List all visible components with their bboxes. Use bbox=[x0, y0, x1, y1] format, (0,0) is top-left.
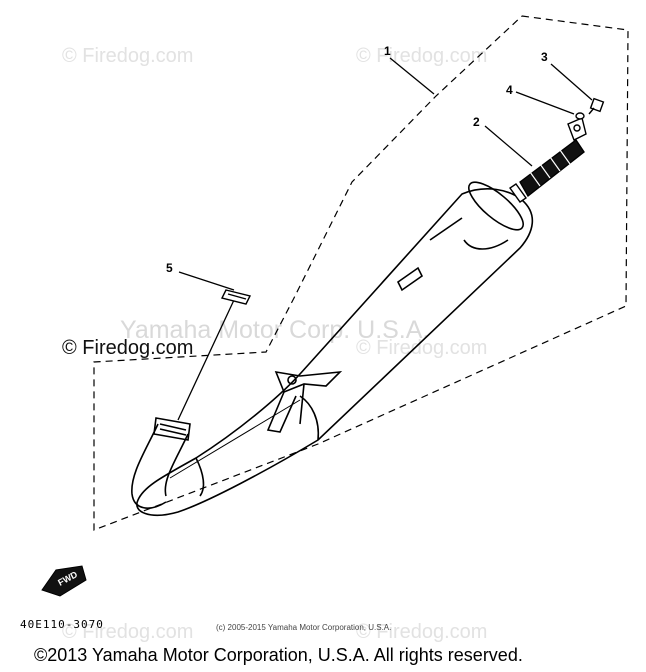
copyright-small: (c) 2005-2015 Yamaha Motor Corporation, … bbox=[216, 623, 392, 632]
callout-5: 5 bbox=[166, 261, 173, 275]
part-5-gasket bbox=[220, 289, 252, 305]
watermark-top-right: © Firedog.com bbox=[356, 45, 488, 67]
leader-3 bbox=[550, 63, 593, 101]
watermark-middle-left: © Firedog.com bbox=[62, 337, 194, 359]
watermark-bottom-left: © Firedog.com bbox=[62, 621, 194, 643]
copyright-main: ©2013 Yamaha Motor Corporation, U.S.A. A… bbox=[34, 645, 523, 665]
callout-3: 3 bbox=[541, 50, 548, 64]
callout-1: 1 bbox=[384, 44, 391, 58]
watermark-bottom-right: © Firedog.com bbox=[356, 621, 488, 643]
leader-5 bbox=[178, 271, 235, 291]
part-3-bolt bbox=[588, 97, 605, 115]
part-2-tailpipe-insert bbox=[509, 117, 587, 203]
header-pipe bbox=[131, 417, 191, 509]
leader-1 bbox=[389, 57, 435, 95]
leader-5b bbox=[177, 299, 235, 421]
part-number: 40E110-3070 bbox=[20, 618, 104, 631]
watermark-middle-right: © Firedog.com bbox=[356, 337, 488, 359]
leader-2 bbox=[484, 125, 533, 167]
watermark-top-left: © Firedog.com bbox=[62, 45, 194, 67]
callout-2: 2 bbox=[473, 115, 480, 129]
leader-4 bbox=[515, 91, 575, 115]
callout-4: 4 bbox=[506, 83, 513, 97]
mounting-bracket bbox=[266, 370, 343, 433]
assembly-dashed-outline bbox=[93, 15, 629, 531]
fwd-arrow: FWD bbox=[41, 565, 87, 597]
leader-lines bbox=[177, 57, 593, 421]
part-4-washer bbox=[575, 112, 585, 120]
watermark-center: Yamaha Motor Corp. U.S.A. bbox=[120, 316, 430, 344]
muffler bbox=[136, 181, 534, 516]
